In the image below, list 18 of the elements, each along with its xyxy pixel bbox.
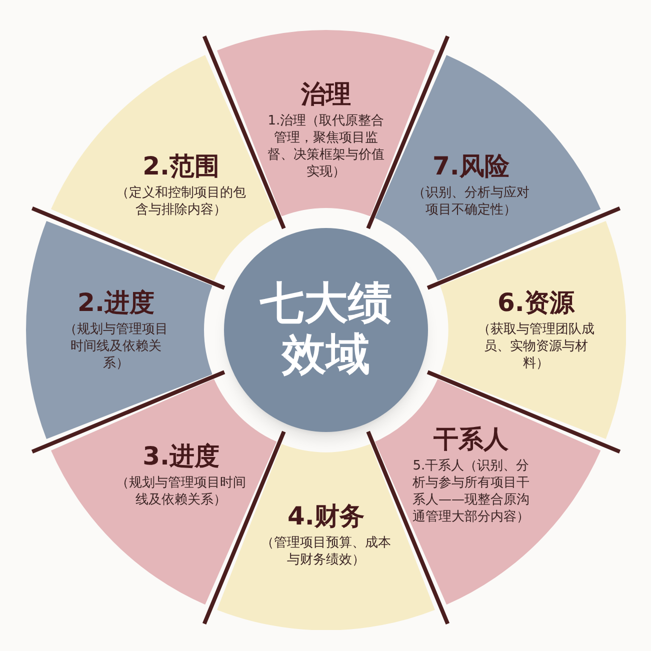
sector-title: 3.进度 bbox=[142, 440, 220, 472]
sector-description: 1.治理（取代原整合管理，聚焦项目监督、决策框架与价值实现） bbox=[266, 114, 386, 182]
sector-description: （识别、分析与应对项目不确定性） bbox=[411, 186, 530, 220]
sector-title: 干系人 bbox=[433, 424, 508, 455]
sector-title: 2.进度 bbox=[78, 287, 154, 318]
sector-title: 4.财务 bbox=[288, 500, 364, 532]
sector-title: 2.范围 bbox=[142, 150, 220, 182]
sector-description: （规划与管理项目时间线及依赖关系） bbox=[63, 322, 169, 373]
sector-description: （定义和控制项目的包含与排除内容） bbox=[115, 186, 248, 220]
sector-segment bbox=[26, 221, 212, 439]
sector-title: 6.资源 bbox=[498, 287, 574, 318]
sector-description: （规划与管理项目时间线及依赖关系） bbox=[115, 476, 248, 510]
sector-title: 7.风险 bbox=[432, 150, 510, 182]
center-title: 七大绩效域 bbox=[258, 279, 393, 381]
sector-title: 治理 bbox=[300, 78, 351, 110]
sector-description: （获取与管理团队成员、实物资源与材料） bbox=[476, 322, 595, 373]
sector-description: （管理项目预算、成本与财务绩效） bbox=[260, 536, 392, 570]
sector-description: 5.干系人（识别、分析与参与所有项目干系人——现整合原沟通管理大部分内容） bbox=[411, 458, 530, 526]
